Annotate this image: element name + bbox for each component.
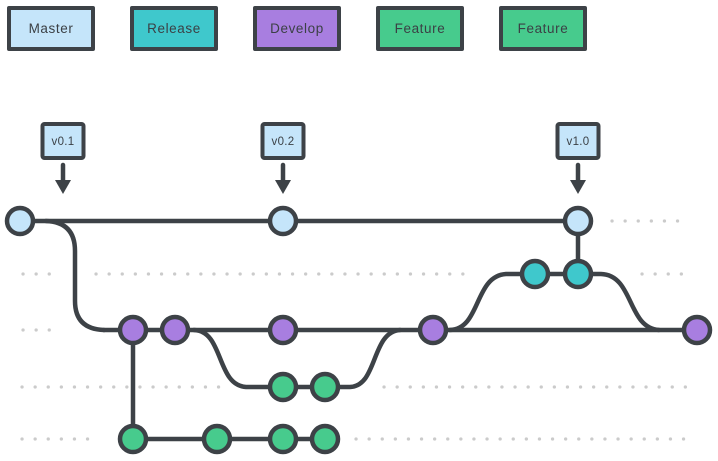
version-tag-label-v0.2: v0.2 [272, 136, 295, 148]
branch-master-to-develop [43, 218, 107, 333]
branch-legend: Master Release Develop Feature Feature [0, 0, 718, 58]
tag-arrow-head-icon [55, 180, 71, 194]
version-tag-box-v0.2 [260, 122, 306, 160]
commit-node-develop [681, 314, 713, 346]
commit-node-master [562, 205, 594, 237]
commit-node-feature2 [309, 423, 341, 455]
version-tag-label-v0.1: v0.1 [52, 136, 75, 148]
commit-node-feature1 [309, 371, 341, 403]
commit-node-feature1 [267, 371, 299, 403]
commit-node-develop [117, 314, 149, 346]
commit-node-master [4, 205, 36, 237]
commit-node-feature2 [201, 423, 233, 455]
tag-arrow-head-icon [570, 180, 586, 194]
legend-box-develop: Develop [253, 6, 341, 51]
legend-label-release: Release [147, 21, 201, 36]
tag-arrow-head-icon [275, 180, 291, 194]
commit-node-feature2 [267, 423, 299, 455]
version-tag-label-v1.0: v1.0 [567, 136, 590, 148]
commit-node-release [562, 258, 594, 290]
legend-box-feature-2: Feature [499, 6, 587, 51]
commit-node-develop [159, 314, 191, 346]
release-loop [447, 271, 662, 333]
commit-node-release [519, 258, 551, 290]
legend-box-release: Release [130, 6, 218, 51]
commit-node-develop [417, 314, 449, 346]
commit-node-develop [267, 314, 299, 346]
legend-label-develop: Develop [270, 21, 324, 36]
legend-label-feature-1: Feature [394, 21, 446, 36]
legend-box-feature-1: Feature [376, 6, 464, 51]
version-tag-box-v0.1 [40, 122, 86, 160]
version-tag-box-v1.0 [555, 122, 601, 160]
commit-node-feature2 [117, 423, 149, 455]
feature1-loop [191, 327, 403, 390]
legend-box-master: Master [7, 6, 95, 51]
legend-label-feature-2: Feature [517, 21, 569, 36]
legend-label-master: Master [28, 21, 74, 36]
commit-node-master [267, 205, 299, 237]
